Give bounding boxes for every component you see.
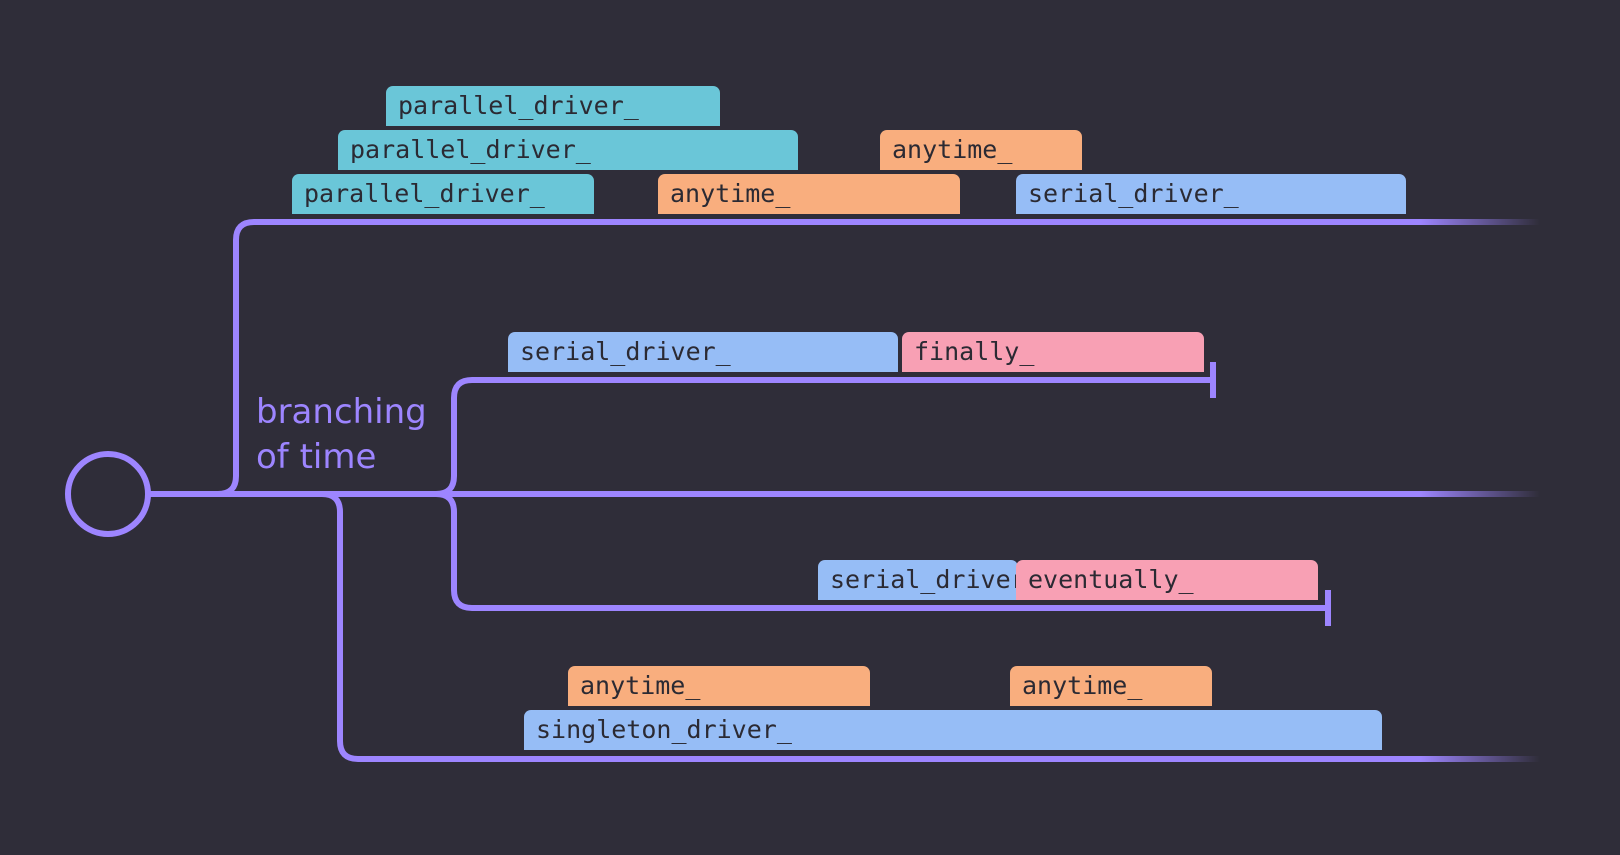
serial-driver-tag: serial_driver_: [508, 332, 898, 372]
serial-driver-tag: serial_driver_: [1016, 174, 1406, 214]
top-branch: [217, 219, 1420, 497]
serial-driver-tag: serial_driver_: [818, 560, 1018, 600]
anytime-tag: anytime_: [1010, 666, 1212, 706]
caption-line-1: branching: [256, 392, 427, 432]
parallel-driver-tag: parallel_driver_: [292, 174, 594, 214]
eventually-tag: eventually_: [1016, 560, 1318, 600]
upper-sub-branch: [435, 377, 1213, 497]
parallel-driver-tag: parallel_driver_: [338, 130, 798, 170]
origin-node: [65, 451, 151, 537]
bottom-branch: [321, 491, 1420, 762]
anytime-tag: anytime_: [568, 666, 870, 706]
lower-sub-branch: [435, 491, 1328, 611]
branching-caption: branching of time: [256, 390, 427, 480]
caption-line-2: of time: [256, 437, 377, 477]
parallel-driver-tag: parallel_driver_: [386, 86, 720, 126]
finally-tag: finally_: [902, 332, 1204, 372]
singleton-driver-tag: singleton_driver_: [524, 710, 1382, 750]
anytime-tag: anytime_: [658, 174, 960, 214]
anytime-tag: anytime_: [880, 130, 1082, 170]
